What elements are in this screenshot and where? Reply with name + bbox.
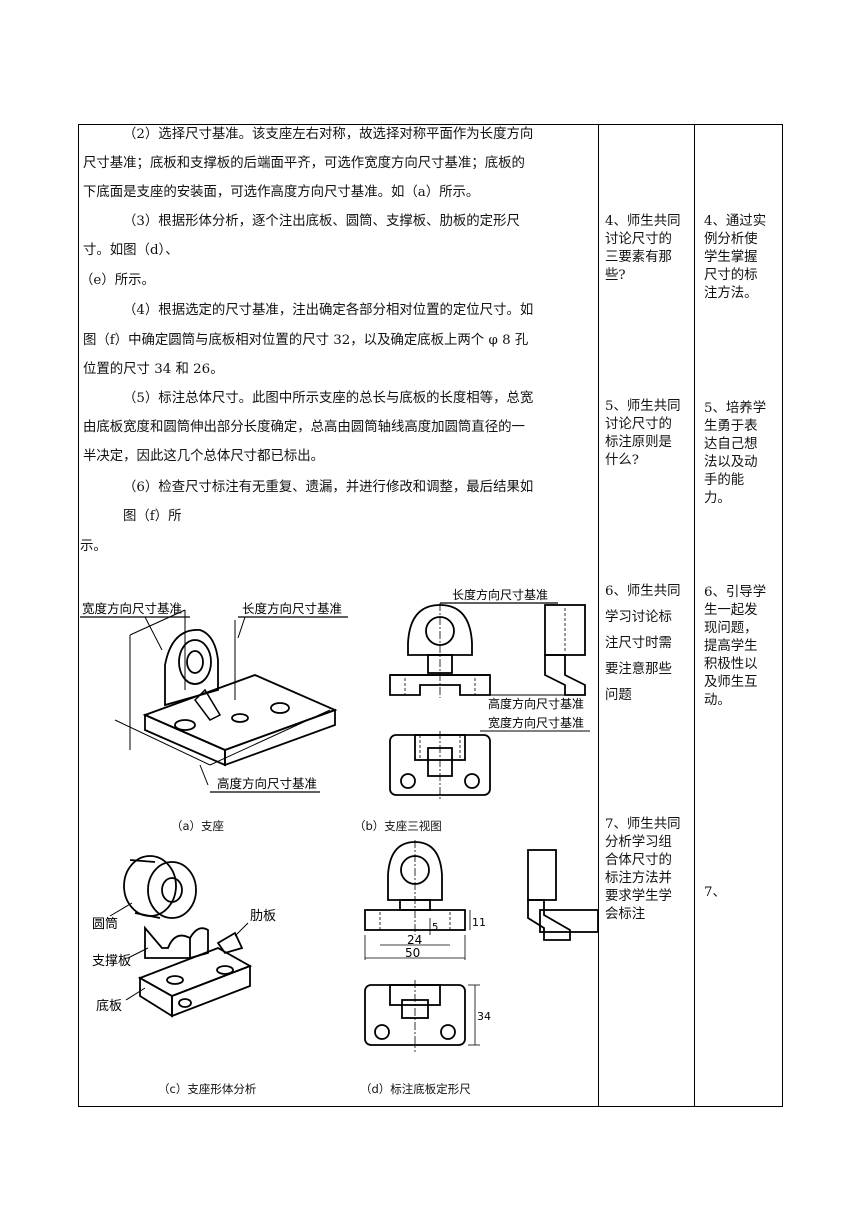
design-intent-5: 5、培养学生勇于表达自己想法以及动手的能力。 (704, 401, 767, 506)
para-5-line-2: 由底板宽度和圆筒伸出部分长度确定，总高由圆筒轴线高度加圆筒直径的一 (83, 420, 525, 435)
teacher-activity-5: 5、师生共同讨论尺寸的标注原则是什么? (605, 399, 681, 468)
para-2-line-2: 尺寸基准；底板和支撑板的后端面平齐，可选作宽度方向尺寸基准；底板的 (83, 156, 525, 171)
dim-24: 24 (407, 933, 422, 947)
para-6-line-2: 图（f）所 (123, 509, 182, 524)
figure-c-drawing: 圆筒 支撑板 肋板 底板 (92, 855, 276, 1018)
fig-c-label-cylinder: 圆筒 (92, 916, 118, 932)
teacher-activity-7: 7、师生共同分析学习组合体尺寸的标注方法并要求学生学会标注 (605, 817, 681, 922)
fig-c-label-base: 底板 (96, 998, 122, 1014)
fig-c-label-support: 支撑板 (92, 954, 131, 969)
column-divider-1 (598, 125, 599, 1106)
para-4-line-3: 位置的尺寸 34 和 26。 (83, 362, 224, 377)
lesson-table (78, 124, 783, 1107)
para-4-line-2: 图（f）中确定圆筒与底板相对位置的尺寸 32，以及确定底板上两个 φ 8 孔 (83, 333, 529, 348)
para-6-line-1: （6）检查尺寸标注有无重复、遗漏，并进行修改和调整，最后结果如 (123, 480, 534, 495)
fig-c-label-rib: 肋板 (250, 909, 276, 924)
figure-c-caption: （c）支座形体分析 (158, 1082, 257, 1096)
para-5-line-3: 半决定，因此这几个总体尺寸都已标出。 (83, 449, 325, 464)
figure-b-drawing: 长度方向尺寸基准 高度方向尺寸基准 宽度方向尺寸基准 (389, 587, 590, 801)
para-3-line-1: （3）根据形体分析，逐个注出底板、圆筒、支撑板、肋板的定形尺 (123, 214, 520, 229)
para-4-line-1: （4）根据选定的尺寸基准，注出确定各部分相对位置的定位尺寸。如 (123, 303, 534, 318)
design-intent-4: 4、通过实例分析使学生掌握尺寸的标注方法。 (704, 214, 767, 301)
fig-b-label-height: 高度方向尺寸基准 (488, 696, 584, 711)
fig-b-label-length: 长度方向尺寸基准 (452, 587, 548, 602)
fig-a-label-width: 宽度方向尺寸基准 (82, 601, 182, 616)
figure-a-drawing: 宽度方向尺寸基准 长度方向尺寸基准 高度方向尺寸基准 (80, 601, 348, 793)
dim-50: 50 (405, 946, 420, 960)
para-5-line-1: （5）标注总体尺寸。此图中所示支座的总长与底板的长度相等，总宽 (123, 391, 534, 406)
figure-d-drawing: 50 24 5 11 34 (364, 840, 598, 1052)
figure-a-caption: （a）支座 (171, 819, 225, 833)
para-2-line-1: （2）选择尺寸基准。该支座左右对称，故选择对称平面作为长度方向 (123, 127, 534, 142)
teacher-activity-6: 6、师生共同学习讨论标注尺寸时需要注意那些问题 (605, 584, 681, 703)
fig-a-label-height: 高度方向尺寸基准 (217, 776, 317, 791)
para-2-line-3: 下底面是支座的安装面，可选作高度方向尺寸基准。如（a）所示。 (83, 185, 480, 200)
column-divider-2 (694, 125, 695, 1106)
teacher-activity-4: 4、师生共同讨论尺寸的三要素有那些? (605, 214, 681, 283)
figure-b-caption: （b）支座三视图 (354, 819, 442, 833)
figure-d-caption: （d）标注底板定形尺 (360, 1082, 471, 1096)
para-6-line-3: 示。 (80, 539, 107, 554)
fig-b-label-width: 宽度方向尺寸基准 (488, 715, 584, 730)
fig-a-label-length: 长度方向尺寸基准 (242, 601, 342, 616)
design-intent-7: 7、 (704, 885, 726, 900)
para-3-line-2: 寸。如图（d）、 (83, 243, 179, 258)
para-3-line-3: （e）所示。 (80, 273, 155, 288)
dim-11: 11 (472, 916, 486, 929)
design-intent-6: 6、引导学生一起发现问题，提高学生积极性以及师生互动。 (704, 585, 767, 708)
dim-5: 5 (432, 922, 438, 933)
dim-34: 34 (477, 1010, 491, 1023)
